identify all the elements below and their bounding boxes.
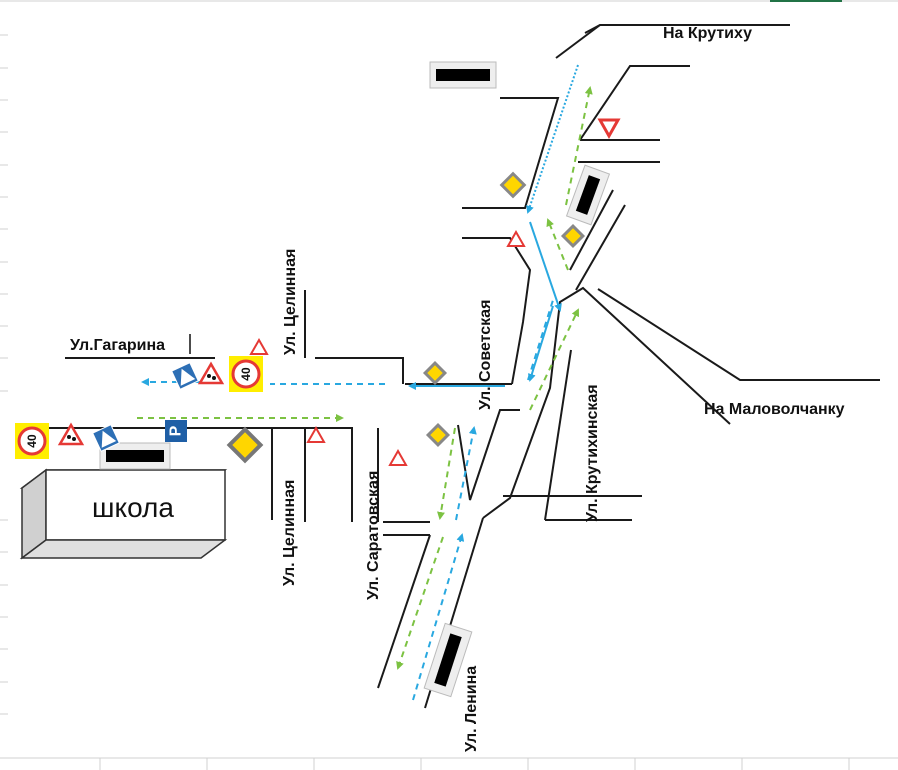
yield-sign-icon <box>306 425 326 443</box>
bus-stop-icon <box>423 622 473 698</box>
direction-label-malovolchanka: На Маловолчанку <box>704 401 845 418</box>
yield-sign-icon <box>597 118 621 140</box>
street-label-celinnaya-top: Ул. Целинная <box>282 249 299 355</box>
street-label-gagarina: Ул.Гагарина <box>70 337 165 354</box>
priority-road-icon <box>422 360 448 386</box>
speed-limit-icon: 40 <box>15 423 49 459</box>
pedestrian-crossing-icon <box>171 362 199 390</box>
street-label-celinnaya-bottom: Ул. Целинная <box>281 480 298 586</box>
yield-sign-icon <box>506 229 526 247</box>
bus-stop-icon <box>99 442 171 470</box>
pedestrian-crossing-icon <box>92 424 120 452</box>
priority-road-icon <box>425 422 451 448</box>
children-crossing-icon <box>57 422 85 446</box>
bus-stop-icon <box>565 164 611 226</box>
priority-road-icon <box>499 171 527 199</box>
street-label-sovetskaya: Ул. Советская <box>477 300 494 410</box>
school-label: школа <box>92 492 174 523</box>
priority-road-icon <box>226 426 264 464</box>
speed-limit-value: 40 <box>239 367 253 381</box>
road-network <box>30 24 880 709</box>
speed-limit-icon: 40 <box>229 356 263 392</box>
street-label-saratovskaya: Ул. Саратовская <box>365 471 382 600</box>
speed-limit-value: 40 <box>25 434 39 448</box>
bus-stop-icon <box>429 61 497 89</box>
direction-label-krutikha: На Крутиху <box>663 25 752 42</box>
parking-letter: P <box>168 425 185 436</box>
street-label-lenina: Ул. Ленина <box>463 666 480 752</box>
yield-sign-icon <box>249 337 269 355</box>
priority-road-icon <box>560 223 586 249</box>
parking-icon: P <box>165 420 187 442</box>
children-crossing-icon <box>197 361 225 385</box>
return-route <box>137 86 593 670</box>
school-building: школа <box>19 468 228 560</box>
street-label-krutikhinskaya: Ул. Крутихинская <box>584 384 601 522</box>
yield-sign-icon <box>388 448 408 466</box>
